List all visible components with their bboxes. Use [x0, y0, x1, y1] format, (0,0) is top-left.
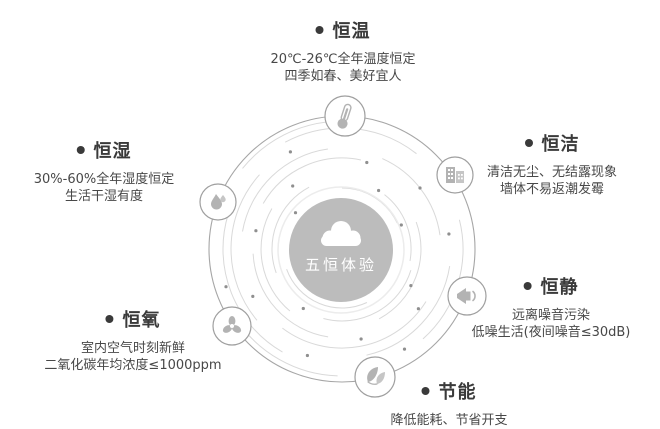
bullet-icon	[315, 26, 324, 34]
bullet-icon	[523, 282, 532, 290]
node-constant-quiet	[447, 276, 487, 316]
center-circle	[289, 198, 393, 302]
item-title-text: 恒湿	[93, 141, 132, 162]
item-title-text: 恒洁	[541, 134, 580, 155]
center-label: 五恒体验	[304, 256, 378, 274]
item-title: 节能	[390, 381, 507, 405]
item-title: 恒洁	[487, 133, 617, 157]
node-constant-cleanliness	[436, 156, 474, 194]
label-constant-humidity: 恒湿 30%-60%全年湿度恒定 生活干湿有度	[34, 140, 174, 205]
label-energy-saving: 节能 降低能耗、节省开支	[390, 381, 507, 429]
item-desc-line: 四季如春、美好宜人	[284, 69, 402, 84]
item-desc-line: 室内空气时刻新鲜	[80, 341, 185, 356]
label-constant-temperature: 恒温 20℃-26℃全年温度恒定 四季如春、美好宜人	[271, 20, 416, 85]
label-constant-oxygen: 恒氧 室内空气时刻新鲜 二氧化碳年均浓度≤1000ppm	[44, 309, 221, 374]
cloud-icon	[321, 221, 361, 246]
item-desc-line: 30%-60%全年湿度恒定	[33, 172, 175, 187]
droplets-icon	[211, 194, 226, 210]
item-desc-line: 降低能耗、节省开支	[390, 413, 508, 428]
building-icon	[446, 167, 464, 183]
item-desc-line: 清洁无尘、无结露现象	[486, 165, 618, 180]
label-constant-quiet: 恒静 远离噪音污染 低噪生活(夜间噪音≤30dB)	[472, 276, 631, 341]
item-title: 恒温	[271, 20, 416, 44]
item-title-text: 恒氧	[122, 310, 161, 331]
center-halo-ring	[277, 186, 405, 314]
item-title-text: 恒静	[540, 277, 579, 298]
item-title: 恒湿	[34, 140, 174, 164]
item-desc-line: 低噪生活(夜间噪音≤30dB)	[471, 325, 631, 340]
node-constant-temperature	[324, 95, 366, 137]
node-energy-saving	[354, 356, 396, 398]
item-desc-line: 生活干湿有度	[64, 189, 144, 204]
label-constant-cleanliness: 恒洁 清洁无尘、无结露现象 墙体不易返潮发霉	[487, 133, 617, 198]
leaf-icon	[367, 367, 385, 385]
item-title: 恒氧	[44, 309, 221, 333]
item-desc-line: 远离噪音污染	[511, 308, 590, 323]
bullet-icon	[421, 387, 430, 395]
item-title: 恒静	[472, 276, 631, 300]
item-desc-line: 二氧化碳年均浓度≤1000ppm	[44, 358, 222, 373]
item-title-text: 节能	[438, 382, 477, 403]
fan-icon	[222, 316, 242, 333]
bullet-icon	[76, 146, 85, 154]
thermometer-icon	[337, 103, 352, 129]
bullet-icon	[105, 315, 114, 323]
item-desc-line: 墙体不易返潮发霉	[499, 182, 605, 197]
item-title-text: 恒温	[332, 21, 371, 42]
item-desc-line: 20℃-26℃全年温度恒定	[270, 52, 416, 67]
bullet-icon	[524, 139, 533, 147]
node-constant-humidity	[199, 183, 237, 221]
node-constant-oxygen	[212, 306, 252, 346]
speaker-icon	[457, 288, 476, 304]
